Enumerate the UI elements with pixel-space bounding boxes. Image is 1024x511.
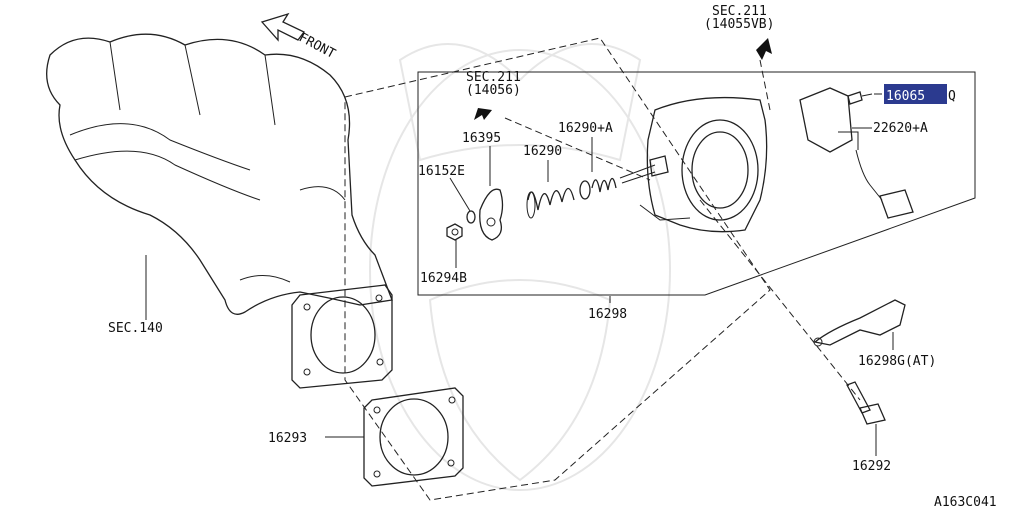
- dash-axis-16292: [699, 199, 861, 401]
- label-16152e[interactable]: 16152E: [418, 164, 465, 179]
- leader-16152e: [449, 177, 471, 212]
- washer-16152e: [466, 210, 476, 224]
- highlight-16065: [884, 84, 947, 104]
- label-16292[interactable]: 16292: [852, 459, 891, 474]
- label-sec140: SEC.140: [108, 321, 163, 336]
- dashed-region-outline: [344, 37, 771, 501]
- intake-manifold: [46, 33, 393, 315]
- label-22620a[interactable]: 22620+A: [873, 121, 928, 136]
- front-arrow: [260, 12, 305, 42]
- label-16290a[interactable]: 16290+A: [558, 121, 613, 136]
- label-16065[interactable]: 16065: [886, 89, 925, 104]
- throttle-body: [619, 96, 768, 233]
- label-16290[interactable]: 16290: [523, 144, 562, 159]
- diagram-code: A163C041: [934, 495, 997, 510]
- label-16293[interactable]: 16293: [268, 431, 307, 446]
- arrow-sec211-mid: [474, 108, 492, 120]
- label-sec211-mid-2: (14056): [466, 83, 521, 98]
- nut-16294b: [446, 223, 463, 241]
- spring-seat: [579, 180, 591, 200]
- dash-axis-sec211: [504, 117, 651, 181]
- lever-16395: [479, 188, 504, 241]
- front-label: FRONT: [296, 30, 338, 62]
- label-16065-suffix: Q: [948, 89, 956, 104]
- gasket-16293: [363, 387, 464, 487]
- bracket-16298g: [813, 299, 906, 347]
- label-sec211-top-1: SEC.211: [712, 4, 767, 19]
- label-sec211-top-2: (14055VB): [704, 17, 774, 32]
- label-sec211-mid-1: SEC.211: [466, 70, 521, 85]
- assembly-frame: [417, 71, 976, 296]
- label-16298g[interactable]: 16298G(AT): [858, 354, 936, 369]
- screw-16065: [847, 91, 873, 105]
- label-16298[interactable]: 16298: [588, 307, 627, 322]
- spring-16290: [526, 187, 575, 219]
- dash-to-sec211-top: [759, 59, 771, 111]
- label-16395[interactable]: 16395: [462, 131, 501, 146]
- spring-16290a: [591, 177, 617, 193]
- sensor-16292: [846, 381, 886, 425]
- throttle-position-sensor: [799, 87, 914, 219]
- arrow-sec211-top: [756, 38, 772, 60]
- watermark-emblem: [369, 43, 671, 491]
- spacer-plate: [291, 284, 393, 389]
- label-16294b[interactable]: 16294B: [420, 271, 467, 286]
